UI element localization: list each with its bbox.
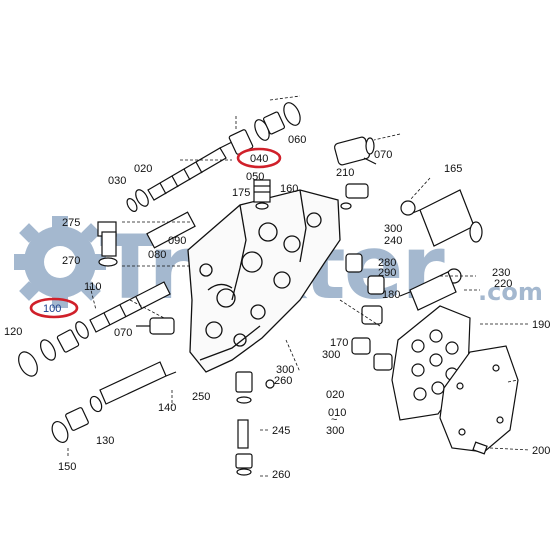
cover-plate-200 xyxy=(439,345,519,455)
watermark-domain: .com xyxy=(478,278,543,306)
label-175: 175 xyxy=(232,187,250,199)
label-230: 230 xyxy=(492,267,510,279)
label-190: 190 xyxy=(532,319,550,331)
part-labels: 010 020 020 030 040 050 060 070 070 080 … xyxy=(4,134,550,481)
fitting-160 xyxy=(253,179,271,210)
label-300d: 300 xyxy=(326,425,344,437)
highlight-markers xyxy=(29,147,282,319)
leader-lines xyxy=(67,95,531,477)
label-110: 110 xyxy=(84,281,102,293)
label-245: 245 xyxy=(272,425,290,437)
label-300a: 300 xyxy=(384,223,402,235)
highlight-100 xyxy=(29,297,79,319)
label-100: 100 xyxy=(43,303,61,315)
cylinder-070 xyxy=(333,136,377,210)
label-270: 270 xyxy=(62,255,80,267)
label-260b: 260 xyxy=(272,469,290,481)
label-080: 080 xyxy=(148,249,166,261)
seal-stack-top xyxy=(228,102,301,155)
label-040: 040 xyxy=(250,153,268,165)
label-140: 140 xyxy=(158,402,176,414)
label-180: 180 xyxy=(382,289,400,301)
label-210: 210 xyxy=(336,167,354,179)
label-200: 200 xyxy=(532,445,550,457)
label-120: 120 xyxy=(4,326,22,338)
highlight-040 xyxy=(236,147,282,169)
label-020a: 020 xyxy=(134,163,152,175)
spool-140 xyxy=(51,361,177,443)
label-290: 290 xyxy=(378,267,396,279)
label-160: 160 xyxy=(280,183,298,195)
spool-100 xyxy=(18,281,171,377)
label-090: 090 xyxy=(168,235,186,247)
label-260a: 260 xyxy=(274,375,292,387)
label-060: 060 xyxy=(288,134,306,146)
label-250: 250 xyxy=(192,391,210,403)
label-tilde: ~ xyxy=(331,414,337,426)
label-020b: 020 xyxy=(326,389,344,401)
label-010: 010 xyxy=(328,407,346,419)
label-300c: 300 xyxy=(276,364,294,376)
solenoid-180 xyxy=(399,271,457,311)
label-150: 150 xyxy=(58,461,76,473)
plug-070 xyxy=(136,317,175,335)
label-220: 220 xyxy=(494,278,512,290)
label-130: 130 xyxy=(96,435,114,447)
label-030: 030 xyxy=(108,175,126,187)
label-275: 275 xyxy=(62,217,80,229)
gear-icon xyxy=(14,216,106,308)
spool-080 xyxy=(97,211,196,267)
label-050: 050 xyxy=(246,171,264,183)
spool-020 xyxy=(126,141,233,212)
label-280: 280 xyxy=(378,257,396,269)
label-300b: 300 xyxy=(322,349,340,361)
solenoid-165 xyxy=(400,189,483,284)
valves-center xyxy=(345,253,393,371)
label-240: 240 xyxy=(384,235,402,247)
label-170: 170 xyxy=(330,337,348,349)
bottom-parts xyxy=(235,371,275,476)
valve-body xyxy=(187,189,341,373)
label-070b: 070 xyxy=(374,149,392,161)
label-165: 165 xyxy=(444,163,462,175)
label-070a: 070 xyxy=(114,327,132,339)
